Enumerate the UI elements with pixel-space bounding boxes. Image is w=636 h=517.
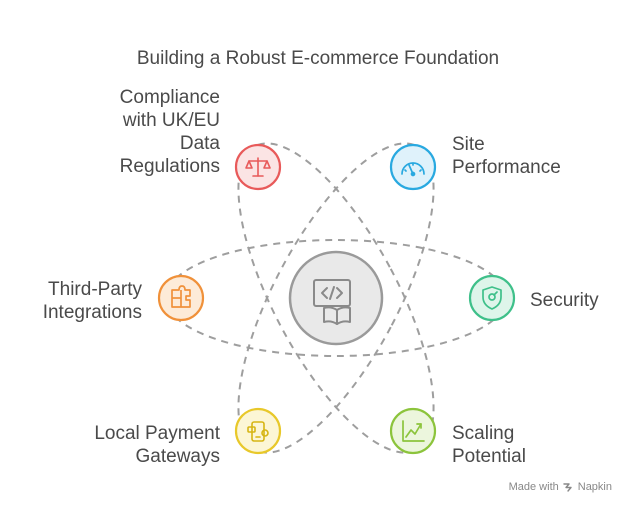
mobile-payment-icon: [247, 421, 269, 442]
scaling-label: Scaling Potential: [452, 422, 526, 468]
compliance-label-line-2: with UK/EU: [122, 110, 220, 131]
integrations-label: Third-Party Integrations: [43, 278, 142, 324]
security-label: Security: [530, 289, 599, 312]
scaling-node: [389, 407, 437, 455]
compliance-node: [234, 143, 282, 191]
integrations-label-line-1: Third-Party: [48, 279, 142, 300]
growth-chart-icon: [402, 420, 425, 442]
shield-icon: [482, 286, 502, 310]
security-node: [468, 274, 516, 322]
performance-node: [389, 143, 437, 191]
made-with-text: Made with: [508, 481, 559, 493]
center-node: [288, 250, 384, 346]
payments-label-line-2: Gateways: [135, 446, 220, 467]
performance-label-line-1: Site: [452, 134, 485, 155]
scales-balance-icon: [245, 157, 271, 177]
compliance-label: Compliance with UK/EU Data Regulations: [120, 86, 220, 178]
compliance-label-line-4: Regulations: [119, 156, 220, 177]
integrations-node: [157, 274, 205, 322]
payments-node: [234, 407, 282, 455]
napkin-brand-text: Napkin: [577, 481, 612, 493]
made-with-napkin-link[interactable]: Made with Napkin: [509, 481, 612, 493]
diagram-title: Building a Robust E-commerce Foundation: [136, 48, 500, 69]
orbit-diagonal-b: [237, 142, 435, 454]
speedometer-gauge-icon: [401, 162, 425, 177]
code-monitor-book-icon: [313, 279, 351, 325]
security-label-line-1: Security: [530, 290, 599, 311]
payments-label-line-1: Local Payment: [94, 423, 220, 444]
performance-label: Site Performance: [452, 133, 561, 179]
payments-label: Local Payment Gateways: [94, 422, 220, 468]
orbit-diagonal-a: [237, 142, 435, 454]
scaling-label-line-1: Scaling: [452, 423, 515, 444]
integrations-label-line-2: Integrations: [42, 302, 142, 323]
scaling-label-line-2: Potential: [452, 446, 526, 467]
compliance-label-line-1: Compliance: [119, 87, 220, 108]
performance-label-line-2: Performance: [452, 157, 561, 178]
napkin-logo-icon: [563, 482, 572, 492]
compliance-label-line-3: Data: [179, 133, 220, 154]
puzzle-pieces-icon: [171, 285, 191, 308]
